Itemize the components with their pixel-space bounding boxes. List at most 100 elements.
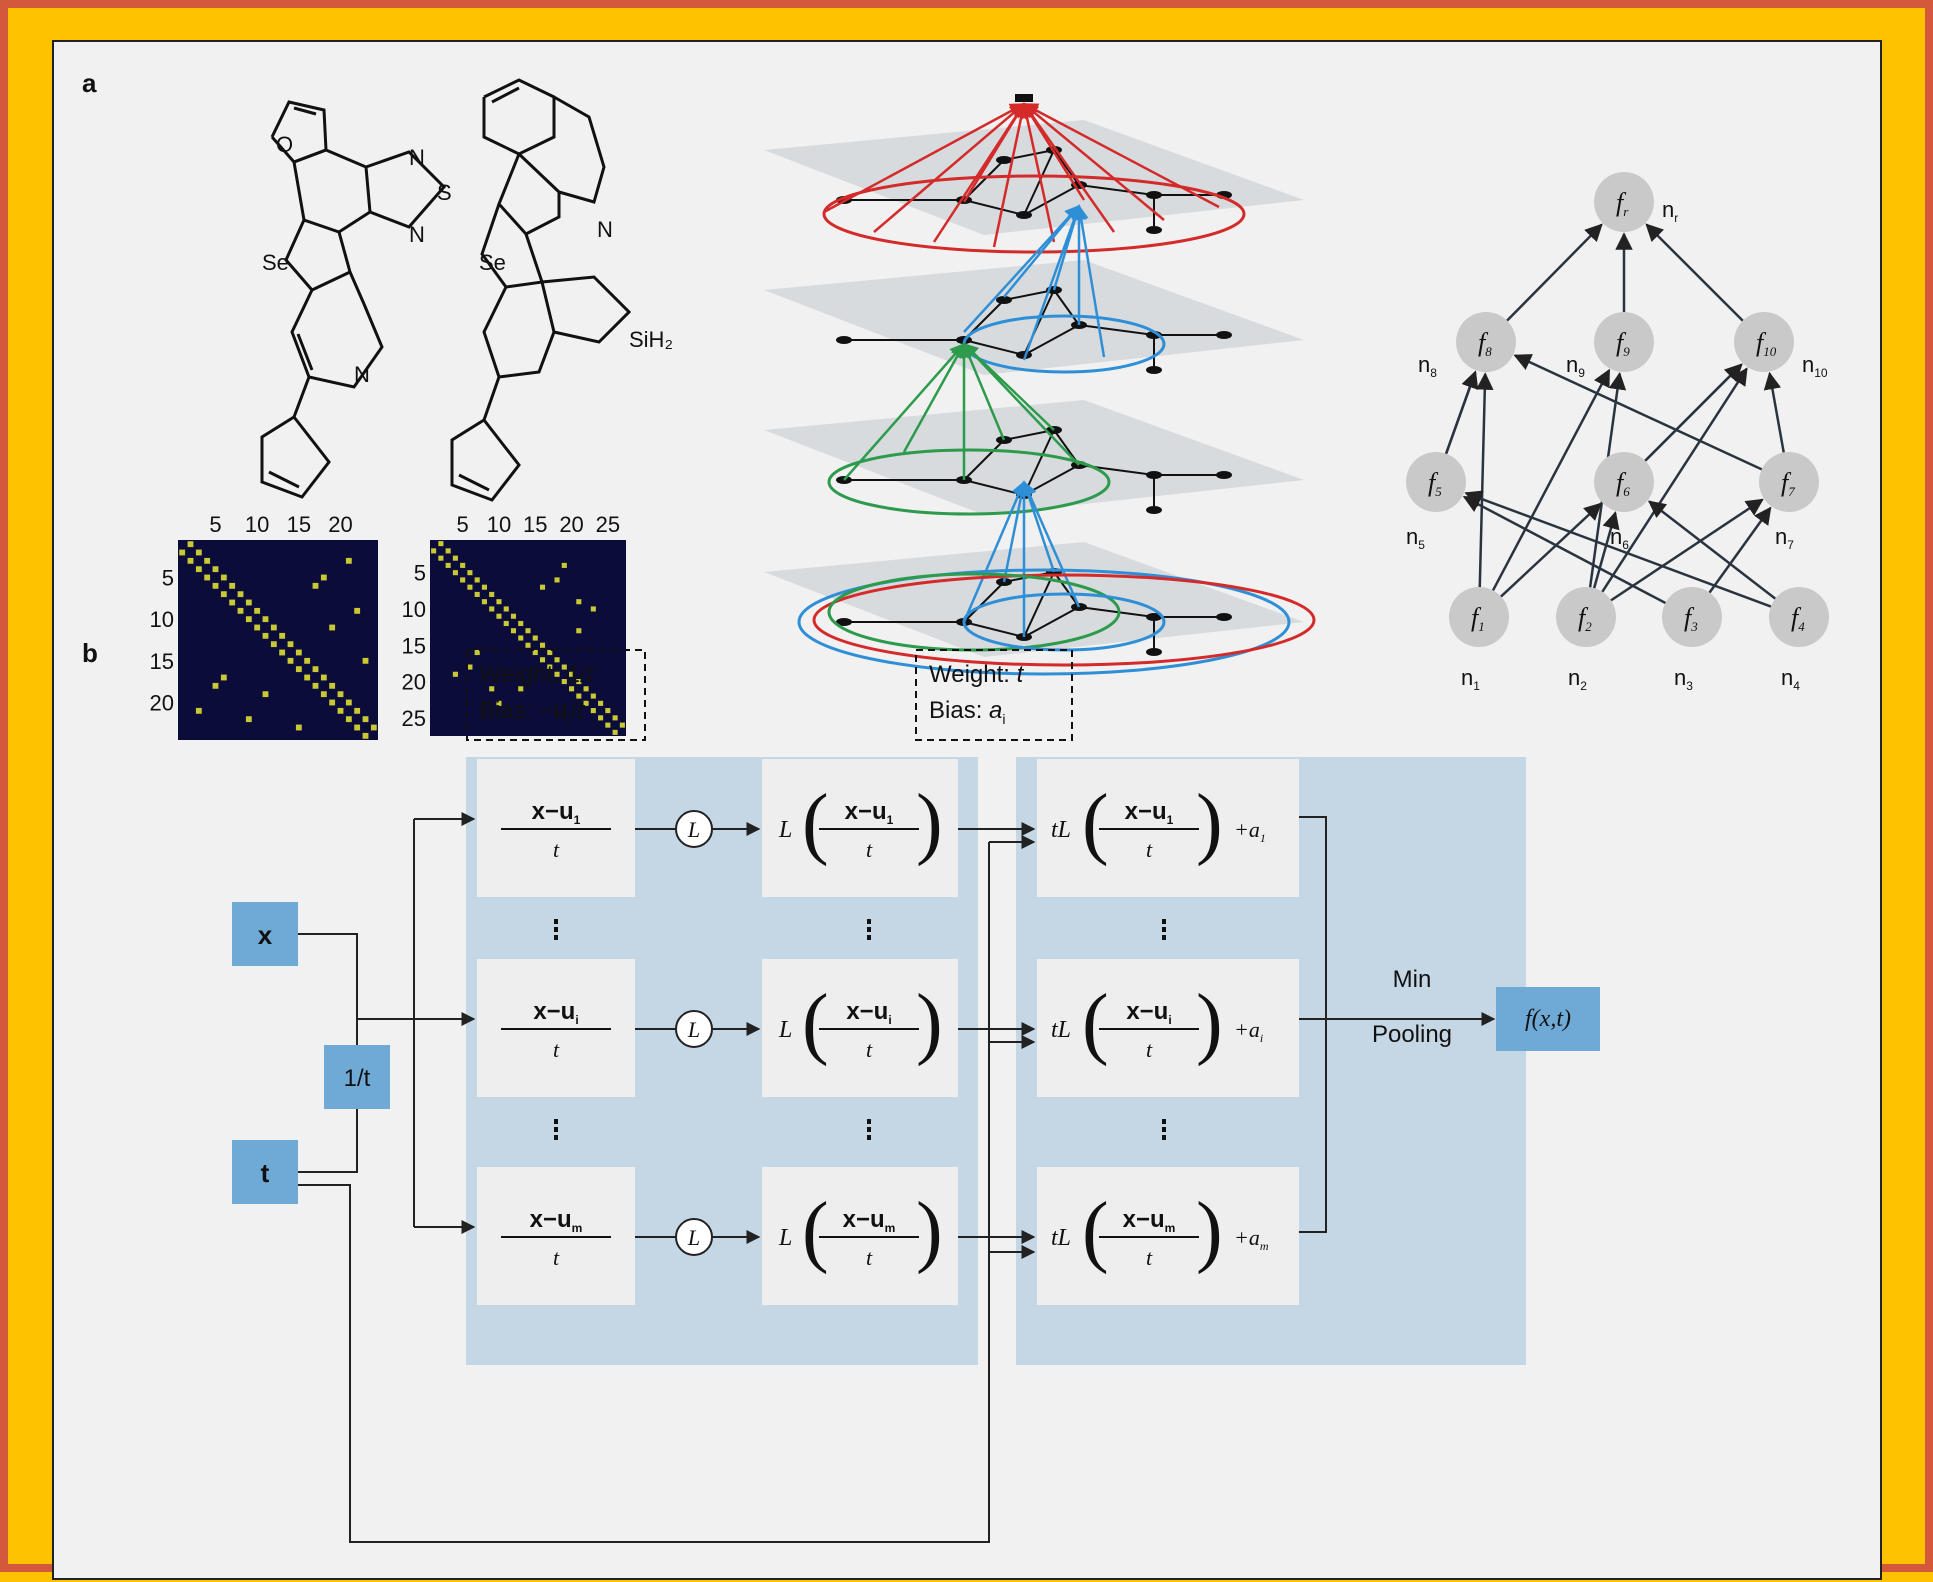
matrix-entry (590, 693, 596, 699)
matrix-entry (452, 671, 458, 677)
matrix-entry (320, 691, 327, 698)
matrix-entry (576, 628, 582, 634)
tree-node-circle (1759, 452, 1819, 512)
matrix-entry (489, 591, 495, 597)
atom-label: N (409, 222, 425, 247)
tree-edge (1644, 363, 1743, 462)
tree-node-circle (1406, 452, 1466, 512)
annot-text: i (568, 711, 571, 727)
blue-edge (1003, 204, 1080, 298)
matrix-left-tick: 5 (414, 561, 426, 586)
graph-node (996, 156, 1012, 164)
matrix-entry (370, 724, 377, 731)
matrix-entry (590, 606, 596, 612)
matrix-entry (561, 664, 567, 670)
svg-text:Weight: t: Weight: t (929, 661, 1025, 688)
tree-edge (1708, 506, 1772, 594)
fraction-numerator: x−u1 (532, 798, 581, 827)
graph-edge (1053, 571, 1080, 608)
figure-panel: a O N S N Se N (52, 40, 1882, 1580)
graph-edge (1078, 324, 1155, 336)
paren-left: ( (802, 979, 829, 1067)
matrix-entry (510, 613, 517, 619)
fraction-numerator: x−ui (533, 998, 578, 1027)
weight-bias-annotation-1: Weight: 1/t Bias: −ui/t (466, 649, 646, 741)
root-node (1015, 94, 1033, 102)
matrix-entry (583, 700, 589, 706)
matrix-entry (304, 657, 311, 664)
matrix-entry (612, 715, 618, 721)
ellipsis-dot (1162, 935, 1166, 940)
paren-left: ( (1082, 979, 1109, 1067)
figure-canvas: a O N S N Se N (82, 68, 1829, 1543)
matrix-entry (337, 691, 344, 698)
graph-edge (1053, 149, 1080, 186)
fraction-denominator: t (1146, 1037, 1153, 1062)
matrix-entry (518, 620, 524, 627)
matrix-entry (220, 591, 227, 598)
activation-label: L (687, 1225, 700, 1250)
matrix-entry (270, 624, 277, 631)
input-t-label: t (261, 1158, 270, 1188)
matrix-entry (460, 577, 466, 583)
matrix-entry (345, 557, 352, 564)
matrix-entry (496, 599, 502, 605)
ellipsis-dot (1162, 1127, 1166, 1132)
matrix-left-tick: 25 (402, 706, 426, 731)
matrix-entry (237, 607, 244, 614)
matrix-entry (220, 574, 227, 581)
atom-label: Se (262, 250, 289, 275)
svg-text:Bias: −ui/t: Bias: −ui/t (479, 697, 586, 727)
ellipsis-dot (1162, 1119, 1166, 1124)
graph-node (1216, 471, 1232, 479)
matrix-entry (532, 635, 538, 641)
graph-node (1146, 191, 1162, 199)
matrix-entry (204, 557, 211, 564)
tree-node-n: n8 (1418, 352, 1437, 380)
matrix-entry (561, 562, 567, 568)
atom-label: N (354, 362, 370, 387)
red-edge (992, 102, 1029, 248)
graph-edge (1078, 184, 1155, 196)
matrix-entry (554, 671, 560, 677)
fraction-numerator: x−um (1123, 1206, 1176, 1235)
blue-edge (963, 204, 1081, 333)
matrix-entry (295, 666, 302, 673)
ellipsis-dot (1162, 927, 1166, 932)
ellipsis-dot (867, 927, 871, 932)
annot-text: Bias: (929, 697, 989, 724)
bias-term: +ai (1234, 1017, 1263, 1045)
tree-edge (1444, 370, 1479, 455)
bias-term: +a1 (1234, 817, 1266, 845)
paren-left: ( (802, 779, 829, 867)
fraction-denominator: t (553, 1037, 560, 1062)
input-t: t (232, 1140, 298, 1204)
ellipsis-dot (867, 919, 871, 924)
matrix-entry (474, 649, 480, 656)
red-edge (1022, 102, 1086, 201)
matrix-entry (204, 574, 211, 581)
annot-text: / (571, 697, 578, 724)
graph-node (996, 296, 1012, 304)
matrix-entry (605, 722, 611, 728)
ellipsis-dot (554, 1127, 558, 1132)
matrix-entry (619, 722, 625, 728)
red-edge (1019, 102, 1056, 243)
matrix-entry (254, 624, 261, 631)
matrix-top-tick: 15 (523, 512, 547, 537)
matrix-entry (467, 570, 473, 576)
bottom-blue-field (797, 568, 1291, 676)
svg-text:Weight: 1/t: Weight: 1/t (479, 661, 595, 688)
matrix-entry (354, 607, 361, 614)
paren-right: ) (1196, 1187, 1223, 1275)
L-symbol: L (778, 1017, 792, 1043)
red-edge (962, 102, 1026, 203)
ellipsis-dot (554, 919, 558, 924)
atom-label: N (597, 217, 613, 242)
matrix-entry (195, 566, 202, 573)
